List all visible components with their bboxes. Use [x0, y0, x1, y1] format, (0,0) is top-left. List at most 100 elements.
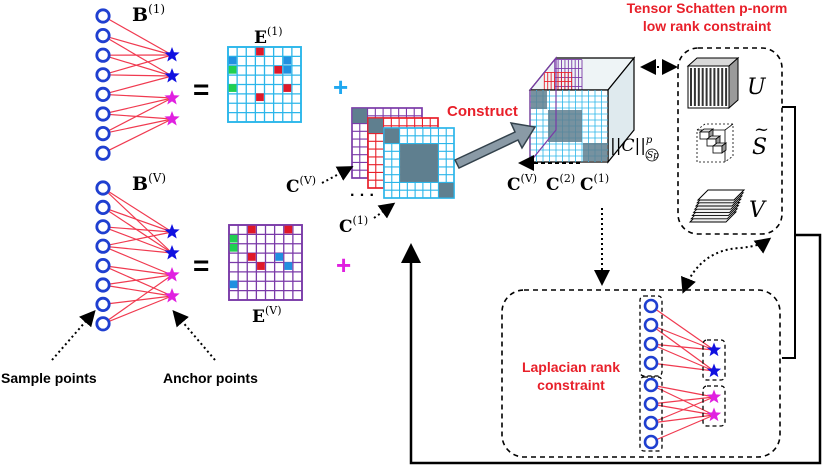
matrix-grids: [227, 46, 455, 301]
graph-edge: [102, 231, 173, 247]
sample-point-circle: [643, 396, 659, 412]
graph-edge: [102, 74, 173, 77]
equals-sign-top: =: [193, 74, 209, 105]
e-top-label: E(1): [254, 25, 283, 48]
u-factor-label: U: [747, 75, 767, 100]
sample-point-circle: [95, 27, 111, 44]
anchor-point-star: [164, 68, 180, 83]
c-v-label: C(V): [286, 174, 316, 197]
anchor-point-stars: [164, 47, 180, 303]
anchor-point-star: [706, 363, 722, 378]
u-stripe: [693, 68, 696, 106]
sample-point-circle: [643, 377, 659, 393]
graph-edge: [102, 284, 173, 297]
u-stripe: [713, 68, 716, 106]
cluster-box: [702, 339, 726, 381]
sample-point-circle: [95, 219, 111, 235]
graph-edge: [102, 35, 173, 56]
sample-point-circle: [95, 106, 111, 122]
diagonal-block: [384, 128, 400, 144]
matrix-cell: [228, 56, 237, 65]
feedback-loop-arrow: [401, 233, 822, 465]
tensor-title-line2: low rank constraint: [643, 18, 772, 34]
tensor-c-v-label: C(V): [507, 172, 537, 195]
graph-edge: [102, 35, 173, 77]
graph-edge: [102, 97, 173, 135]
graph-edge: [102, 118, 173, 135]
matrix-cell: [229, 280, 238, 289]
construct-arrow: [453, 122, 537, 169]
matrix-cell: [275, 253, 284, 261]
sample-point-circle: [95, 126, 111, 142]
anchor-point-star: [164, 267, 180, 282]
sample-point-circle: [95, 199, 111, 215]
diagonal-block: [438, 182, 454, 198]
graph-edge: [102, 274, 173, 286]
matrix-cell: [284, 262, 293, 270]
graph-edge: [102, 54, 173, 77]
plus-sign-cyan: +: [333, 72, 348, 102]
matrix-cell: [257, 262, 265, 270]
tensor-title-line1: Tensor Schatten p-norm: [627, 0, 788, 16]
graph-edge: [102, 54, 173, 76]
matrix-cell: [247, 253, 256, 261]
sample-point-circle: [643, 317, 659, 333]
tensor-c-2-label: C(2): [546, 172, 575, 195]
s-core-icon: [695, 123, 735, 163]
sample-point-circle: [643, 434, 659, 450]
matrix-cell: [283, 65, 292, 74]
cluster-box: [639, 295, 663, 377]
tensor-block: [548, 110, 582, 142]
bipartite-edges-top: [102, 15, 173, 154]
laplacian-box: [501, 289, 781, 458]
matrix-cell: [284, 225, 293, 234]
sample-point-circle: [95, 67, 111, 83]
sample-point-circle: [95, 277, 111, 293]
sample-point-circle: [643, 415, 659, 431]
diagonal-block: [352, 108, 368, 124]
v-plate-top: [696, 189, 746, 201]
graph-edge: [650, 305, 715, 351]
u-stripe: [705, 68, 708, 106]
u-stripe: [721, 68, 724, 106]
anchor-point-star: [706, 389, 722, 404]
c-v-dotted-arrow: [321, 166, 354, 184]
sample-point-circle: [95, 238, 111, 254]
graph-edge: [102, 295, 173, 325]
matrix-cell: [228, 65, 237, 74]
graph-edge: [102, 265, 173, 297]
matrix-cell: [283, 56, 292, 65]
u-stripe: [717, 68, 720, 106]
sample-point-circle: [643, 355, 659, 371]
graph-edge: [102, 75, 173, 95]
graph-edge: [102, 93, 173, 99]
graph-edge: [102, 245, 173, 254]
b-top-label: B(1): [132, 2, 165, 26]
matrix-cell: [256, 93, 264, 102]
matrix-cell: [229, 234, 238, 243]
tensor-block: [583, 143, 607, 161]
bipartite-edges-bottom: [102, 187, 173, 325]
sample-point-circle: [643, 336, 659, 352]
sample-points-pointer: [51, 309, 96, 361]
u-stripe: [709, 68, 712, 106]
c-1-dotted-arrow: [373, 202, 396, 219]
anchor-point-star: [706, 407, 722, 422]
laplacian-label-line1: Laplacian rank: [522, 359, 620, 375]
sample-points-label: Sample points: [1, 370, 97, 386]
anchor-point-star: [164, 245, 180, 260]
tensor-front-grid: [530, 90, 608, 162]
e-top-matrix: [227, 46, 302, 123]
diagonal-block: [400, 144, 438, 182]
u-stripe: [725, 68, 728, 106]
tensor-left-edge: [529, 56, 557, 164]
matrix-cell: [228, 84, 237, 92]
graph-edge: [102, 97, 173, 115]
matrix-cell: [229, 243, 238, 252]
norm-subscript-ring: [645, 148, 659, 162]
schatten-norm-subscript: Sp: [647, 151, 659, 161]
s-core-tilde: ~: [754, 119, 769, 140]
tensor-block: [531, 91, 547, 109]
